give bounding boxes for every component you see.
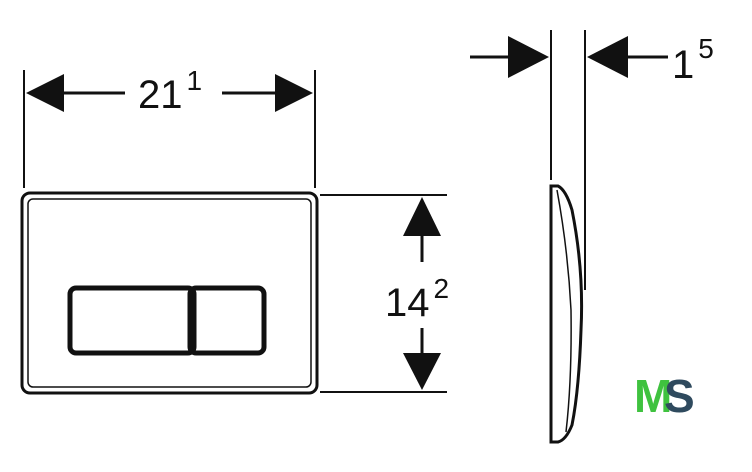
brand-logo: M S (634, 370, 695, 422)
height-value: 14 (385, 281, 430, 325)
depth-dimension: 1 5 (470, 30, 714, 290)
front-view (20, 191, 319, 395)
flush-button-small (187, 285, 267, 356)
svg-text:14 2: 14 2 (385, 273, 449, 325)
depth-arrow-right (587, 36, 628, 78)
side-profile-outline (549, 184, 584, 444)
svg-text:1 5: 1 5 (672, 33, 714, 87)
svg-text:21 1: 21 1 (138, 65, 202, 117)
depth-arrow-left (508, 36, 549, 78)
flush-button-large (67, 285, 197, 356)
side-view (549, 184, 584, 444)
width-value-sup: 1 (187, 65, 203, 96)
side-profile-inner (556, 189, 572, 433)
width-dimension: 21 1 (23, 65, 316, 188)
height-value-sup: 2 (434, 273, 450, 304)
logo-letter-m: M (634, 370, 672, 422)
plate-inner-edge (27, 198, 312, 388)
height-arrow-bottom (403, 353, 441, 390)
depth-value: 1 (672, 43, 694, 87)
height-arrow-top (403, 197, 441, 236)
depth-value-sup: 5 (698, 33, 714, 64)
height-dimension: 14 2 (320, 194, 449, 393)
width-arrow-right (275, 74, 313, 112)
width-arrow-left (26, 74, 64, 112)
width-value: 21 (138, 73, 183, 117)
logo-letter-s: S (664, 370, 695, 422)
plate-outline (20, 191, 319, 395)
